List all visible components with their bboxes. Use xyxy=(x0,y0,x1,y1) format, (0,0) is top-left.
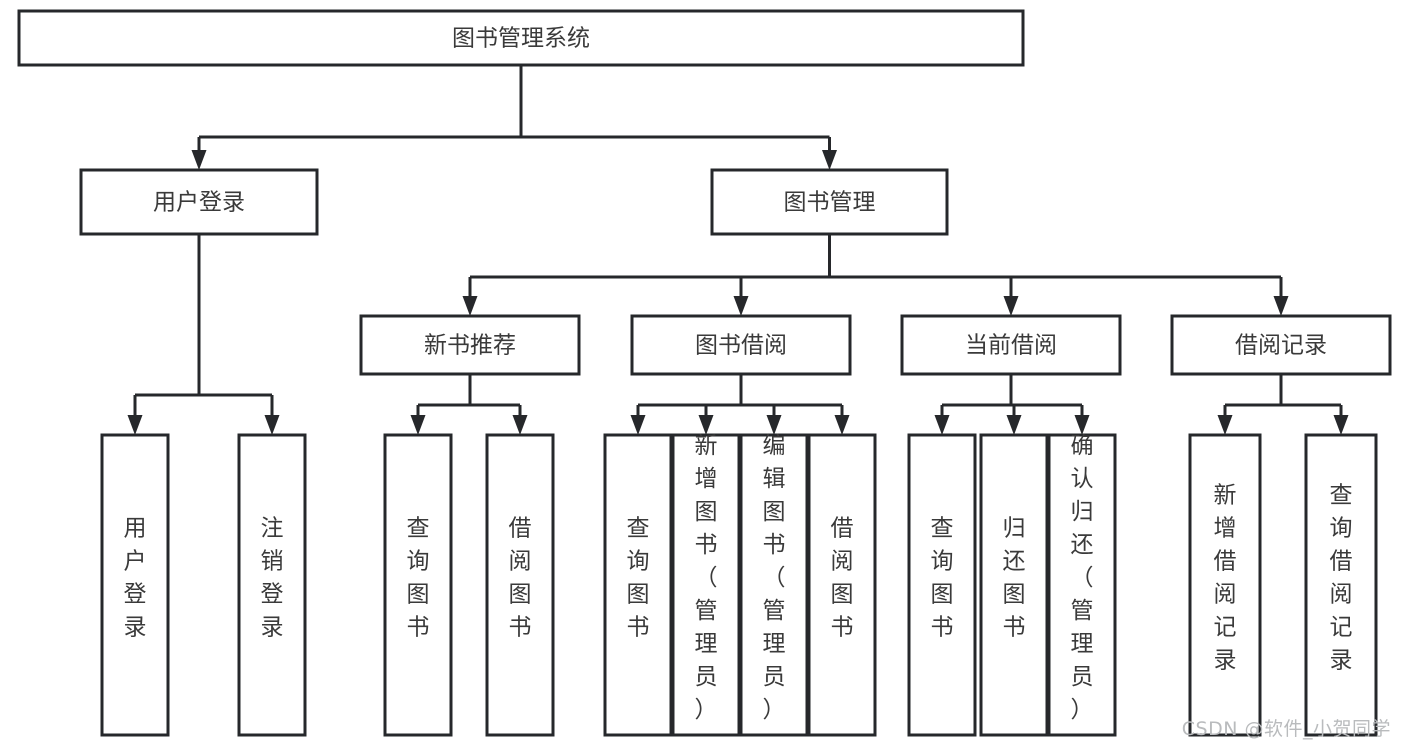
node-leaf-user-login[interactable]: 用户登录 xyxy=(100,433,170,737)
connector-trunk-new-book-rec xyxy=(410,374,528,435)
node-label: 查询图书 xyxy=(627,516,650,641)
node-user-login[interactable]: 用户登录 xyxy=(79,168,319,236)
connector-trunk-root xyxy=(191,65,837,170)
connector-trunk-borrow-record xyxy=(1217,374,1349,435)
node-label: 注销登录 xyxy=(261,516,284,641)
node-leaf-add-book[interactable]: 新增图书（管理员） xyxy=(671,433,741,737)
node-leaf-query-book-1[interactable]: 查询图书 xyxy=(383,433,453,737)
watermark-label: CSDN @软件_小贺同学 xyxy=(1181,718,1391,740)
connector-layer xyxy=(127,65,1349,435)
node-current-borrow[interactable]: 当前借阅 xyxy=(900,314,1122,376)
connector-trunk-current-borrow xyxy=(934,374,1090,435)
node-label: 图书借阅 xyxy=(695,333,787,359)
node-leaf-confirm-return[interactable]: 确认归还（管理员） xyxy=(1047,433,1117,737)
node-label: 借阅图书 xyxy=(509,516,532,641)
node-label: 编辑图书（管理员） xyxy=(763,433,786,723)
node-book-manage[interactable]: 图书管理 xyxy=(710,168,949,236)
node-root[interactable]: 图书管理系统 xyxy=(17,9,1025,67)
node-label: 借阅记录 xyxy=(1235,333,1327,359)
node-label: 用户登录 xyxy=(153,190,245,216)
node-leaf-add-record[interactable]: 新增借阅记录 xyxy=(1188,433,1262,737)
node-label: 图书管理系统 xyxy=(452,26,590,52)
node-leaf-query-book-2[interactable]: 查询图书 xyxy=(603,433,673,737)
node-label: 新书推荐 xyxy=(424,333,516,359)
node-label: 确认归还（管理员） xyxy=(1071,433,1094,723)
node-leaf-query-book-3[interactable]: 查询图书 xyxy=(907,433,977,737)
node-leaf-borrow-book-1[interactable]: 借阅图书 xyxy=(485,433,555,737)
node-label: 查询图书 xyxy=(931,516,954,641)
node-label: 查询图书 xyxy=(407,516,430,641)
node-label: 归还图书 xyxy=(1003,516,1026,641)
node-borrow-record[interactable]: 借阅记录 xyxy=(1170,314,1392,376)
node-leaf-query-record[interactable]: 查询借阅记录 xyxy=(1304,433,1378,737)
node-leaf-edit-book[interactable]: 编辑图书（管理员） xyxy=(739,433,809,737)
node-leaf-borrow-book-2[interactable]: 借阅图书 xyxy=(807,433,877,737)
node-label: 查询借阅记录 xyxy=(1330,483,1353,674)
node-leaf-user-logout[interactable]: 注销登录 xyxy=(237,433,307,737)
node-label: 借阅图书 xyxy=(831,516,854,641)
connector-trunk-user-login xyxy=(127,234,280,435)
node-leaf-return-book[interactable]: 归还图书 xyxy=(979,433,1049,737)
node-label: 新增借阅记录 xyxy=(1214,483,1237,674)
node-label: 当前借阅 xyxy=(965,333,1057,359)
node-book-borrow[interactable]: 图书借阅 xyxy=(630,314,852,376)
connector-trunk-book-borrow xyxy=(630,374,850,435)
connector-trunk-book-manage xyxy=(462,234,1289,316)
node-label: 新增图书（管理员） xyxy=(695,433,718,723)
node-new-book-rec[interactable]: 新书推荐 xyxy=(359,314,581,376)
node-label: 用户登录 xyxy=(124,516,147,641)
node-label: 图书管理 xyxy=(784,190,876,216)
